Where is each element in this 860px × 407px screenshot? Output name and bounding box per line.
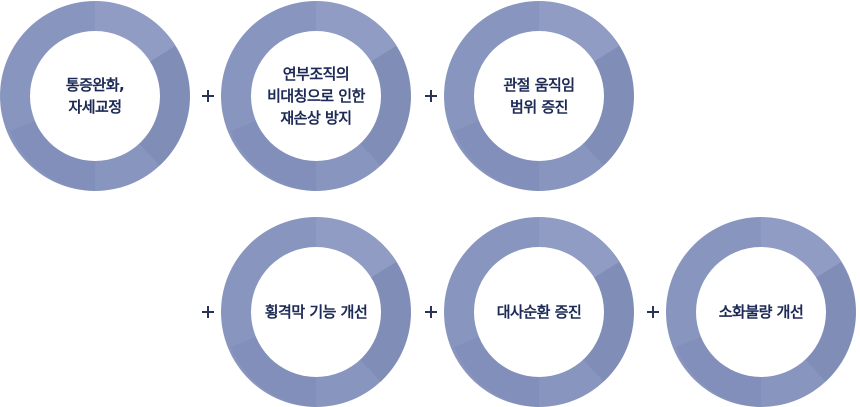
benefit-ring-1: 통증완화, 자세교정 xyxy=(0,1,190,191)
plus-icon xyxy=(201,305,215,319)
plus-icon xyxy=(646,305,660,319)
ring-center: 횡격막 기능 개선 xyxy=(251,247,381,377)
ring-center: 연부조직의 비대칭으로 인한 재손상 방지 xyxy=(251,31,381,161)
ring-center: 소화불량 개선 xyxy=(696,247,826,377)
benefit-ring-6: 소화불량 개선 xyxy=(666,217,856,407)
benefit-ring-2: 연부조직의 비대칭으로 인한 재손상 방지 xyxy=(221,1,411,191)
ring-label: 통증완화, 자세교정 xyxy=(65,76,125,116)
ring-label: 횡격막 기능 개선 xyxy=(264,303,368,321)
ring-center: 대사순환 증진 xyxy=(474,247,604,377)
ring-label: 연부조직의 비대칭으로 인한 재손상 방지 xyxy=(267,65,365,127)
ring-center: 통증완화, 자세교정 xyxy=(30,31,160,161)
plus-icon xyxy=(424,89,438,103)
plus-icon xyxy=(201,89,215,103)
ring-center: 관절 움직임 범위 증진 xyxy=(474,31,604,161)
ring-label: 소화불량 개선 xyxy=(718,303,804,321)
plus-icon xyxy=(424,305,438,319)
benefit-ring-5: 대사순환 증진 xyxy=(444,217,634,407)
benefit-ring-4: 횡격막 기능 개선 xyxy=(221,217,411,407)
ring-label: 대사순환 증진 xyxy=(496,303,582,321)
benefit-ring-3: 관절 움직임 범위 증진 xyxy=(444,1,634,191)
ring-label: 관절 움직임 범위 증진 xyxy=(503,76,575,116)
